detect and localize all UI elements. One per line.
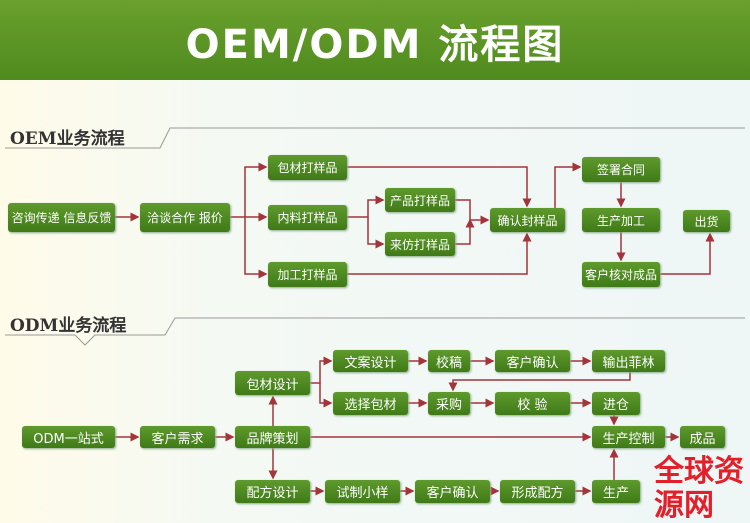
oem-step-copy-sample: 来仿打样品 bbox=[385, 232, 455, 256]
arrow bbox=[367, 217, 385, 249]
arrow bbox=[554, 162, 582, 208]
odm-heading-rule bbox=[5, 317, 745, 346]
odm-step-proofread: 校稿 bbox=[428, 350, 470, 372]
odm-step-select-packaging: 选择包材 bbox=[333, 392, 408, 415]
odm-step-brand-planning: 品牌策划 bbox=[235, 426, 310, 448]
arrow bbox=[660, 232, 715, 275]
odm-step-produce: 生产 bbox=[592, 480, 640, 503]
arrow bbox=[347, 232, 532, 275]
oem-step-inquiry: 咨询传递 信息反馈 bbox=[8, 203, 115, 232]
odm-step-inspection: 校 验 bbox=[495, 392, 570, 415]
odm-step-formula-design: 配方设计 bbox=[235, 480, 310, 503]
oem-step-production: 生产加工 bbox=[582, 208, 660, 232]
arrow bbox=[244, 162, 268, 217]
oem-section-heading: OEM业务流程 bbox=[10, 129, 125, 149]
arrow bbox=[310, 356, 333, 384]
oem-step-processing-sample: 加工打样品 bbox=[268, 262, 347, 287]
odm-step-output-film: 输出菲林 bbox=[592, 350, 665, 372]
oem-step-negotiate: 洽谈合作 报价 bbox=[140, 203, 230, 232]
diagram-background bbox=[0, 80, 750, 523]
oem-step-product-sample: 产品打样品 bbox=[385, 188, 455, 212]
odm-step-customer-confirm-1: 客户确认 bbox=[495, 350, 570, 372]
odm-step-customer-needs: 客户需求 bbox=[140, 426, 215, 448]
oem-step-sign-contract: 签署合同 bbox=[582, 157, 660, 182]
oem-step-packaging-sample: 包材打样品 bbox=[268, 155, 347, 180]
arrow bbox=[244, 217, 268, 279]
watermark: 全球资源网 bbox=[654, 454, 744, 523]
arrow bbox=[455, 218, 475, 245]
oem-heading-rule bbox=[5, 127, 745, 149]
page-title: OEM/ODM 流程图 bbox=[185, 22, 565, 68]
odm-step-warehouse: 进仓 bbox=[592, 392, 640, 415]
odm-step-finalize-formula: 形成配方 bbox=[500, 480, 575, 503]
arrow bbox=[319, 383, 333, 408]
header-banner: OEM/ODM 流程图 bbox=[0, 0, 750, 80]
odm-section-heading: ODM业务流程 bbox=[10, 316, 127, 336]
odm-step-production-control: 生产控制 bbox=[592, 426, 665, 448]
oem-step-confirm-sample: 确认封样品 bbox=[490, 208, 565, 232]
odm-step-purchase: 采购 bbox=[428, 392, 470, 415]
odm-step-trial-sample: 试制小样 bbox=[325, 480, 400, 503]
oem-step-customer-check: 客户核对成品 bbox=[582, 262, 660, 287]
arrow bbox=[347, 195, 385, 218]
arrow bbox=[448, 372, 631, 392]
oem-step-shipping: 出货 bbox=[683, 210, 730, 232]
odm-step-one-stop: ODM一站式 bbox=[22, 426, 115, 448]
odm-step-copywriting: 文案设计 bbox=[333, 350, 408, 372]
odm-step-packaging-design: 包材设计 bbox=[235, 371, 310, 395]
arrow bbox=[347, 166, 532, 208]
oem-step-content-sample: 内料打样品 bbox=[268, 205, 347, 230]
arrow bbox=[455, 199, 490, 225]
odm-step-finished-product: 成品 bbox=[680, 426, 725, 448]
odm-step-customer-confirm-2: 客户确认 bbox=[415, 480, 490, 503]
